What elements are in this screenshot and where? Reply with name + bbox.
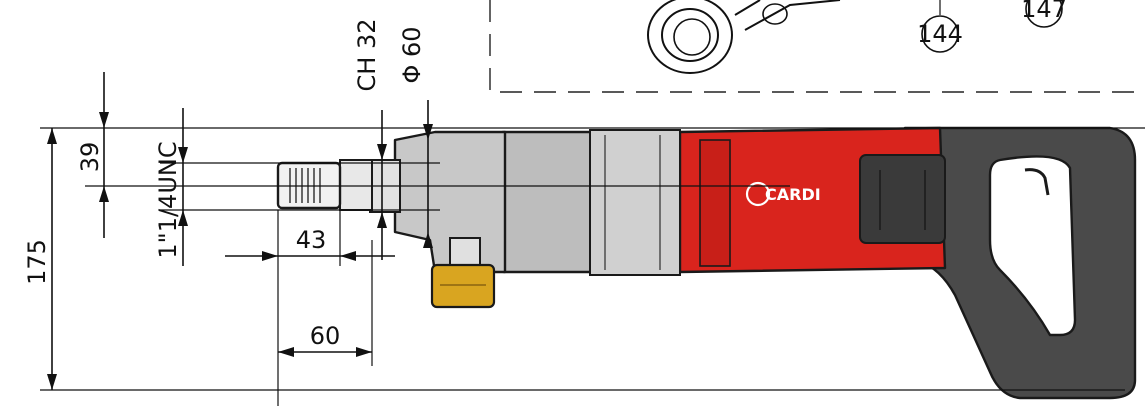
detail-boundary-dashed [489,0,1145,93]
callout-147: 147 [1021,0,1067,28]
dimension-thread: 1"1/4UNC [154,108,188,266]
svg-text:Φ 60: Φ 60 [398,26,426,83]
dimension-175: 175 [23,128,57,390]
dimension-phi60: Φ 60 [398,26,433,248]
svg-text:60: 60 [310,322,341,350]
accessory-parts-sketch [647,0,841,74]
rear-handle [903,126,1137,400]
front-collar [369,130,507,274]
svg-text:43: 43 [296,226,327,254]
dimension-43: 43 [225,210,395,406]
svg-text:CARDI: CARDI [765,185,821,204]
svg-text:147: 147 [1021,0,1067,23]
motor-housing: CARDI [666,126,947,274]
svg-text:39: 39 [76,142,104,173]
callout-144: 144 [917,0,963,53]
reference-lines [40,127,1145,391]
dimension-ch32: CH 32 [353,19,387,260]
threaded-spindle [276,159,373,211]
svg-text:144: 144 [917,20,963,48]
svg-text:175: 175 [23,239,51,285]
svg-text:1"1/4UNC: 1"1/4UNC [154,141,182,258]
svg-text:CH 32: CH 32 [353,19,381,92]
dimension-39: 39 [76,72,109,238]
dimension-60: 60 [278,240,373,366]
gear-housing [488,129,682,276]
water-fitting [430,237,496,309]
